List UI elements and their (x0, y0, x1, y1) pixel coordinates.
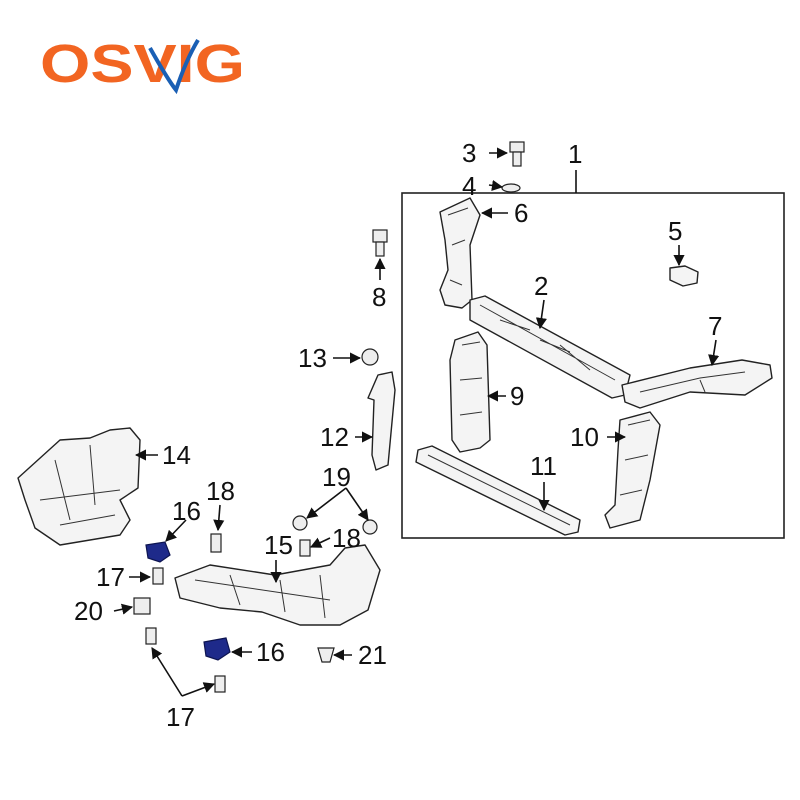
part-16-clip-upper (145, 541, 171, 563)
part-4-washer (501, 183, 521, 193)
part-13-bolt (361, 348, 379, 366)
callout-20: 20 (74, 596, 103, 626)
callout-19: 19 (322, 462, 351, 492)
brand-logo-text: OSVIG (40, 34, 245, 94)
part-17-screw-b (145, 627, 157, 645)
callout-labels: 1 2 3 4 5 6 7 8 9 10 11 12 13 14 15 16 1… (74, 138, 722, 732)
callout-16a: 16 (172, 496, 201, 526)
logo-swoosh-icon (148, 38, 200, 95)
callout-12: 12 (320, 422, 349, 452)
part-14-left-under-cover (17, 427, 141, 546)
part-15-center-under-cover (174, 544, 381, 626)
part-9-left-side-panel (449, 331, 491, 453)
part-8-bolt (372, 229, 388, 257)
part-5-clip (669, 265, 699, 287)
callout-16b: 16 (256, 637, 285, 667)
part-7-side-member (621, 359, 773, 409)
callout-17a: 17 (96, 562, 125, 592)
callout-14: 14 (162, 440, 191, 470)
callout-8: 8 (372, 282, 386, 312)
callout-1: 1 (568, 139, 582, 169)
part-10-right-side-panel (604, 411, 661, 529)
callout-11: 11 (530, 451, 557, 481)
assembly-box (401, 192, 785, 539)
part-19-grommet-b (362, 519, 378, 535)
callout-5: 5 (668, 216, 682, 246)
callout-3: 3 (462, 138, 476, 168)
part-21-push-clip (317, 647, 335, 663)
part-11-lower-support (415, 445, 581, 536)
part-17-screw-c (214, 675, 226, 693)
part-18-screw-b (299, 539, 311, 557)
callout-18a: 18 (206, 476, 235, 506)
part-2-upper-support (469, 295, 631, 399)
part-19-grommet-a (292, 515, 308, 531)
part-12-bracket (367, 371, 396, 471)
callout-18b: 18 (332, 523, 361, 553)
part-3-bolt (509, 141, 525, 167)
part-17-screw-a (152, 567, 164, 585)
part-18-screw-a (210, 533, 222, 553)
callout-2: 2 (534, 271, 548, 301)
callout-10: 10 (570, 422, 599, 452)
callout-13: 13 (298, 343, 327, 373)
leader-lines (113, 147, 720, 697)
part-16-clip-lower (203, 637, 231, 661)
part-20-nut (133, 597, 151, 615)
brand-logo: OSVIG (40, 34, 245, 95)
callout-6: 6 (514, 198, 528, 228)
callout-9: 9 (510, 381, 524, 411)
callout-7: 7 (708, 311, 722, 341)
part-6-upper-bracket (439, 197, 481, 309)
callout-21: 21 (358, 640, 387, 670)
callout-17b: 17 (166, 702, 195, 732)
callout-15: 15 (264, 530, 293, 560)
callout-4: 4 (462, 171, 476, 201)
